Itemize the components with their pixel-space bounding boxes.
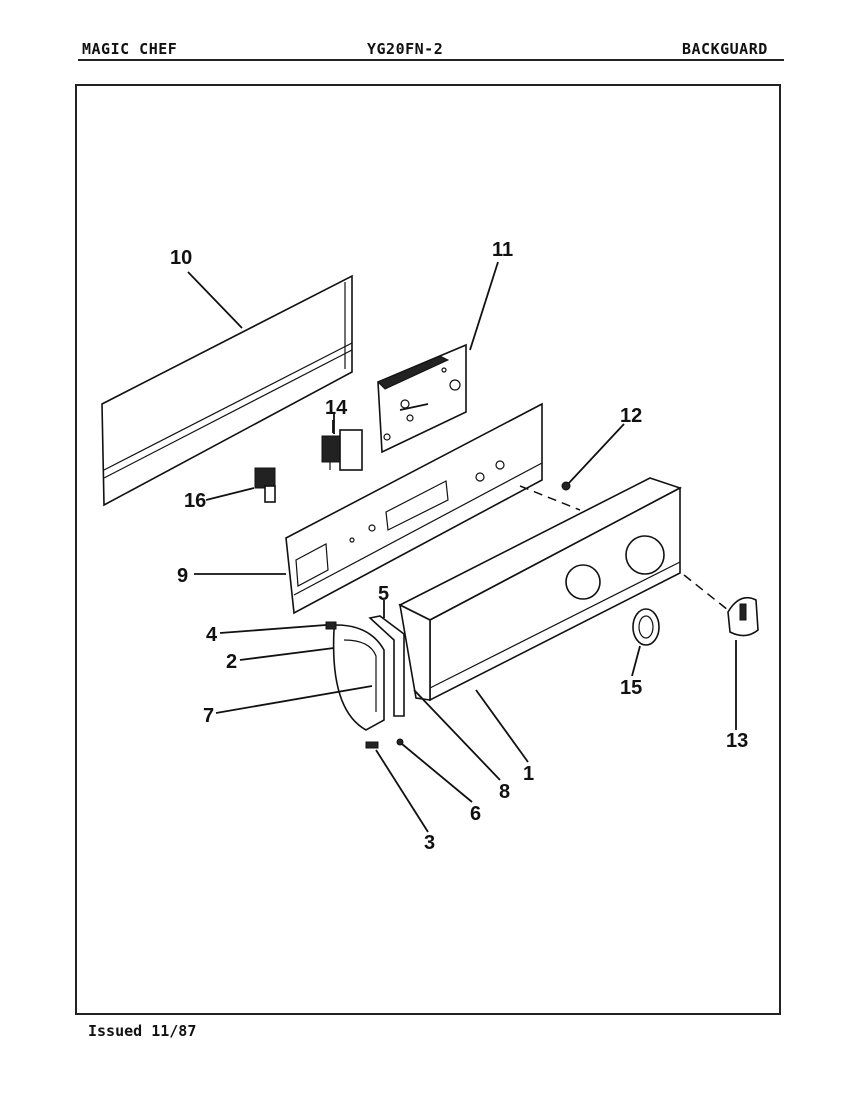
model-number: YG20FN-2: [367, 40, 444, 58]
part-9-control-plate: [285, 402, 543, 615]
assembly-line-13: [683, 574, 729, 611]
part-2-end-cap: [332, 624, 385, 731]
callout-4: 4: [206, 624, 218, 646]
callout-10: 10: [170, 247, 192, 269]
callout-8: 8: [499, 781, 510, 803]
part-15-knob: [632, 608, 660, 646]
diagram-frame: [75, 84, 781, 1015]
part-5-trim: [368, 615, 405, 717]
callout-12: 12: [620, 405, 642, 427]
callout-6: 6: [470, 803, 481, 825]
callout-9: 9: [177, 565, 188, 587]
callout-1: 1: [523, 763, 534, 785]
part-16-relay: [254, 467, 276, 503]
part-14-switch: [321, 420, 363, 471]
callout-14: 14: [325, 397, 348, 419]
part-1-backguard: [398, 477, 683, 702]
part-4-clip: [325, 621, 337, 630]
part-11-bracket: [377, 343, 467, 454]
part-6-screw: [396, 738, 404, 746]
callout-2: 2: [226, 651, 237, 673]
part-10-back-panel: [101, 274, 353, 507]
callout-5: 5: [378, 583, 389, 605]
assembly-line-12: [519, 485, 581, 511]
brand-title: MAGIC CHEF: [82, 40, 178, 58]
callout-7: 7: [203, 705, 214, 727]
callout-11: 11: [492, 239, 513, 261]
callout-16: 16: [184, 490, 206, 512]
header-rule: [78, 59, 784, 61]
callout-13: 13: [726, 730, 748, 752]
part-3-clip: [365, 741, 379, 749]
callout-3: 3: [424, 832, 435, 854]
callout-15: 15: [620, 677, 642, 699]
issued-date: Issued 11/87: [88, 1022, 197, 1040]
section-title: BACKGUARD: [682, 40, 768, 58]
part-13-knob: [727, 596, 759, 637]
leader-lines: [187, 261, 737, 833]
